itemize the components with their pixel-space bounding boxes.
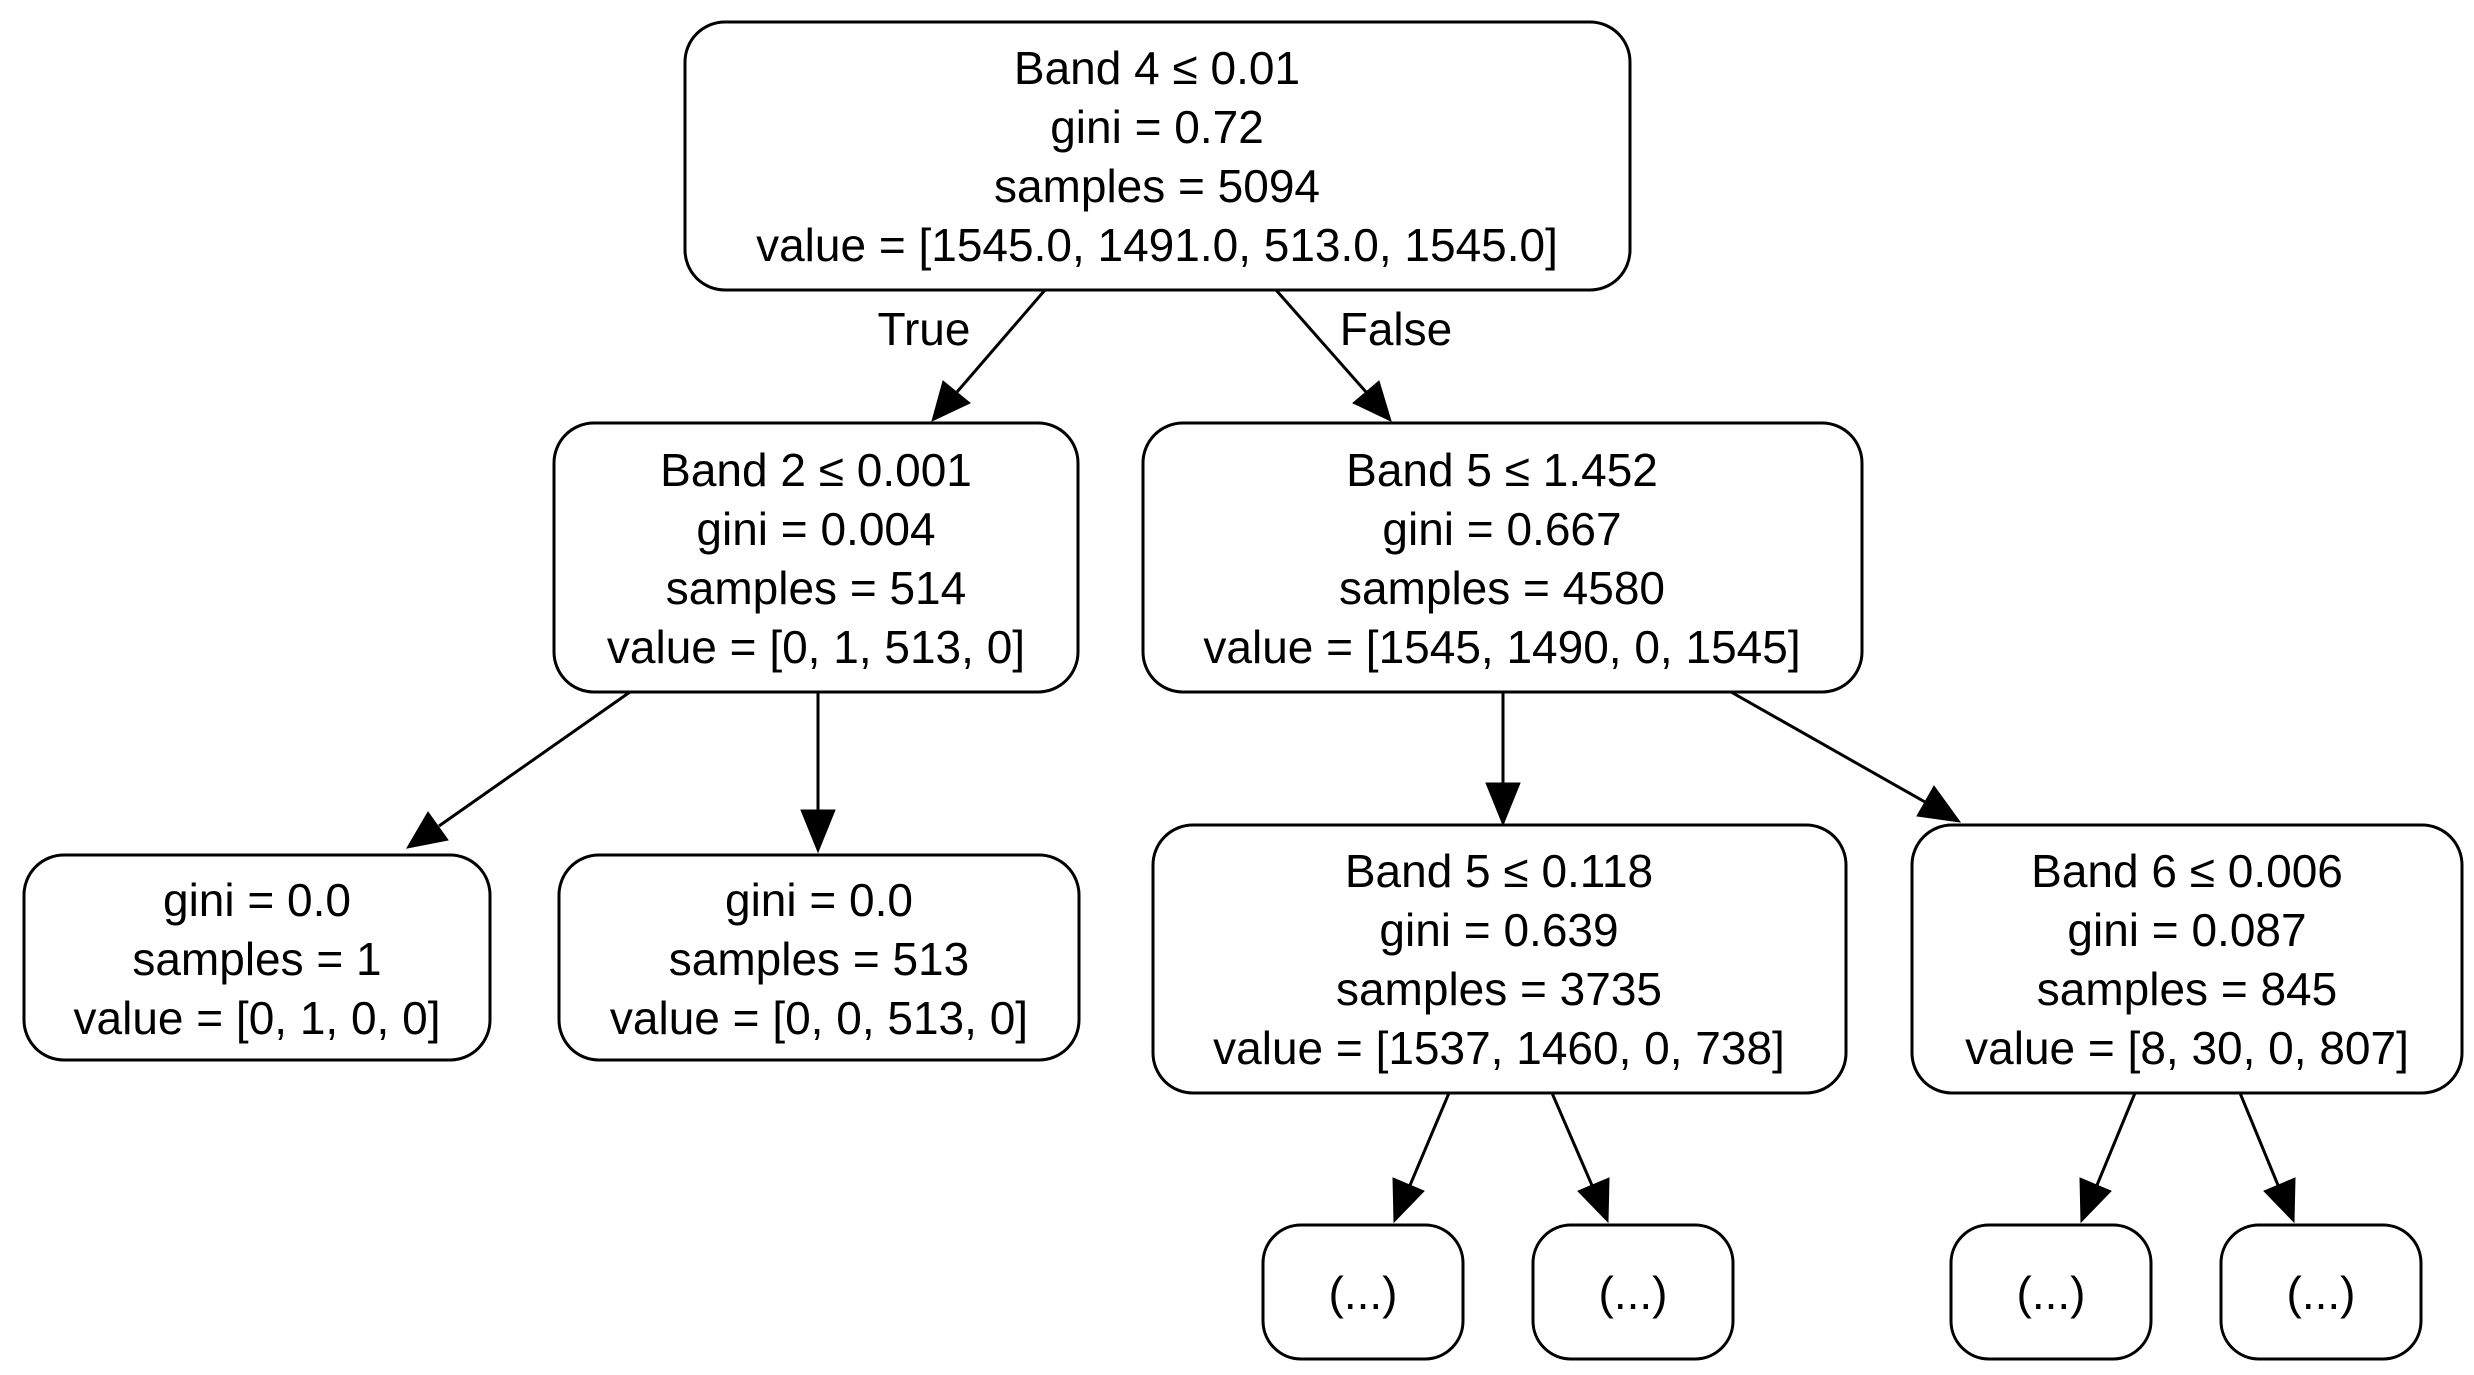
edge-right-rightright-arrowhead bbox=[1916, 785, 1962, 823]
node-truncated-2-box bbox=[1531, 1223, 1735, 1361]
edge-right-rightright bbox=[1730, 690, 1926, 804]
node-right-left-box bbox=[1151, 823, 1848, 1095]
tree-node-truncated-3: (...) bbox=[1949, 1223, 2153, 1361]
node-right-left-samples: samples = 3735 bbox=[1336, 963, 1662, 1015]
node-left-samples: samples = 514 bbox=[666, 562, 966, 614]
node-truncated-2-label: (...) bbox=[1599, 1267, 1668, 1319]
node-left-right-gini: gini = 0.0 bbox=[725, 874, 913, 926]
node-truncated-3-box bbox=[1949, 1223, 2153, 1361]
tree-node-truncated-2: (...) bbox=[1531, 1223, 1735, 1361]
node-left-left-value: value = [0, 1, 0, 0] bbox=[74, 992, 441, 1044]
node-right-right-condition: Band 6 ≤ 0.006 bbox=[2031, 845, 2343, 897]
node-truncated-3-label: (...) bbox=[2017, 1267, 2086, 1319]
node-truncated-4-box bbox=[2219, 1223, 2423, 1361]
tree-node-right: Band 5 ≤ 1.452 gini = 0.667 samples = 45… bbox=[1141, 421, 1864, 694]
node-right-value: value = [1545, 1490, 0, 1545] bbox=[1203, 621, 1800, 673]
edges bbox=[406, 289, 2296, 1224]
edge-rightleft-trunc1-arrowhead bbox=[1392, 1177, 1425, 1224]
tree-node-left-left: gini = 0.0 samples = 1 value = [0, 1, 0,… bbox=[22, 853, 492, 1062]
node-right-left-value: value = [1537, 1460, 0, 738] bbox=[1213, 1022, 1785, 1074]
tree-node-truncated-1: (...) bbox=[1261, 1223, 1465, 1361]
edge-left-leftleft-arrowhead bbox=[406, 811, 449, 849]
edge-rightleft-trunc1 bbox=[1406, 1092, 1451, 1191]
edge-root-left-arrowhead bbox=[931, 380, 971, 422]
edge-rightright-trunc4 bbox=[2238, 1092, 2282, 1191]
edge-left-leftright-arrowhead bbox=[800, 809, 836, 854]
edge-label-true: True bbox=[878, 303, 971, 355]
edge-rightleft-trunc2-arrowhead bbox=[1577, 1177, 1610, 1224]
edge-label-false: False bbox=[1340, 303, 1452, 355]
edge-root-left bbox=[955, 289, 1047, 393]
node-root-value: value = [1545.0, 1491.0, 513.0, 1545.0] bbox=[756, 219, 1558, 271]
edge-rightright-trunc4-arrowhead bbox=[2263, 1177, 2296, 1224]
node-right-left-condition: Band 5 ≤ 0.118 bbox=[1345, 845, 1653, 897]
node-left-right-box bbox=[557, 853, 1081, 1062]
edge-root-right-arrowhead bbox=[1352, 380, 1392, 422]
edge-right-rightleft-arrowhead bbox=[1485, 782, 1521, 827]
node-right-right-gini: gini = 0.087 bbox=[2067, 904, 2306, 956]
node-right-samples: samples = 4580 bbox=[1339, 562, 1665, 614]
edge-root-right bbox=[1274, 289, 1368, 393]
node-right-left-gini: gini = 0.639 bbox=[1379, 904, 1618, 956]
node-left-box bbox=[552, 421, 1080, 694]
node-left-left-samples: samples = 1 bbox=[132, 933, 381, 985]
tree-node-left: Band 2 ≤ 0.001 gini = 0.004 samples = 51… bbox=[552, 421, 1080, 694]
node-root-condition: Band 4 ≤ 0.01 bbox=[1014, 42, 1300, 94]
node-right-condition: Band 5 ≤ 1.452 bbox=[1346, 444, 1658, 496]
node-right-box bbox=[1141, 421, 1864, 694]
edge-rightright-trunc3 bbox=[2093, 1092, 2137, 1191]
node-right-right-box bbox=[1910, 823, 2464, 1095]
node-left-gini: gini = 0.004 bbox=[696, 503, 935, 555]
tree-node-right-left: Band 5 ≤ 0.118 gini = 0.639 samples = 37… bbox=[1151, 823, 1848, 1095]
node-root-box bbox=[683, 20, 1632, 292]
tree-node-root: Band 4 ≤ 0.01 gini = 0.72 samples = 5094… bbox=[683, 20, 1632, 292]
edge-rightright-trunc3-arrowhead bbox=[2079, 1177, 2112, 1224]
node-left-left-gini: gini = 0.0 bbox=[163, 874, 351, 926]
node-left-right-samples: samples = 513 bbox=[669, 933, 969, 985]
node-truncated-4-label: (...) bbox=[2287, 1267, 2356, 1319]
node-truncated-1-label: (...) bbox=[1329, 1267, 1398, 1319]
node-right-gini: gini = 0.667 bbox=[1382, 503, 1621, 555]
node-left-condition: Band 2 ≤ 0.001 bbox=[660, 444, 972, 496]
tree-node-right-right: Band 6 ≤ 0.006 gini = 0.087 samples = 84… bbox=[1910, 823, 2464, 1095]
edge-rightleft-trunc2 bbox=[1550, 1092, 1596, 1191]
node-root-gini: gini = 0.72 bbox=[1050, 101, 1264, 153]
node-root-samples: samples = 5094 bbox=[994, 160, 1320, 212]
node-truncated-1-box bbox=[1261, 1223, 1465, 1361]
tree-node-left-right: gini = 0.0 samples = 513 value = [0, 0, … bbox=[557, 853, 1081, 1062]
node-right-right-samples: samples = 845 bbox=[2037, 963, 2337, 1015]
node-left-left-box bbox=[22, 853, 492, 1062]
node-right-right-value: value = [8, 30, 0, 807] bbox=[1965, 1022, 2409, 1074]
tree-node-truncated-4: (...) bbox=[2219, 1223, 2423, 1361]
node-left-right-value: value = [0, 0, 513, 0] bbox=[610, 992, 1028, 1044]
node-left-value: value = [0, 1, 513, 0] bbox=[607, 621, 1025, 673]
edge-left-leftleft bbox=[438, 690, 631, 828]
